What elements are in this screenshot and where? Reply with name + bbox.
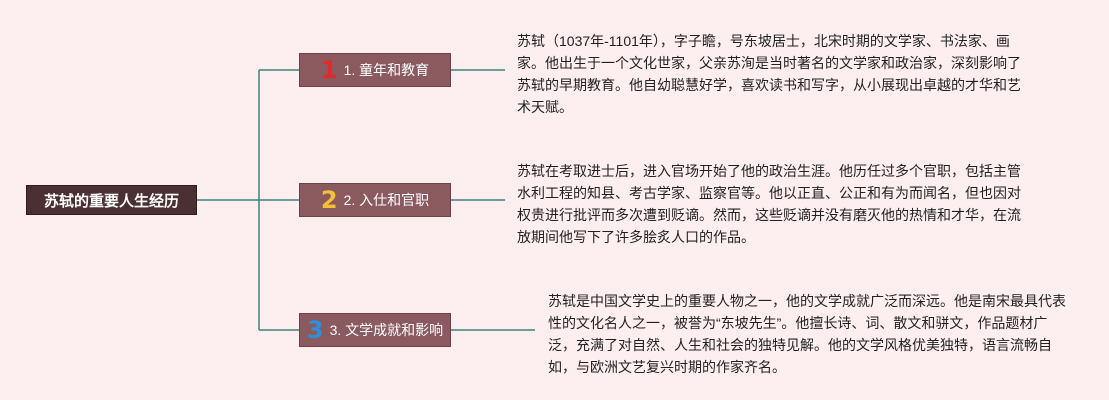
number-1-icon: 1 (320, 56, 338, 84)
branch-label: 1. 童年和教育 (343, 62, 430, 78)
branch-label: 3. 文学成就和影响 (329, 322, 444, 338)
branch-label: 2. 入仕和官职 (343, 192, 430, 208)
root-node[interactable]: 苏轼的重要人生经历 (26, 185, 197, 215)
branch-node-childhood[interactable]: 1 1. 童年和教育 (299, 53, 451, 87)
detail-text-career: 苏轼在考取进士后，进入官场开始了他的政治生涯。他历任过多个官职，包括主管水利工程… (517, 163, 1021, 245)
root-label: 苏轼的重要人生经历 (43, 192, 179, 210)
branch-node-career[interactable]: 2 2. 入仕和官职 (299, 183, 451, 217)
number-3-icon: 3 (306, 316, 324, 344)
detail-text-literature: 苏轼是中国文学史上的重要人物之一，他的文学成就广泛而深远。他是南宋最具代表性的文… (548, 293, 1066, 375)
branch-node-literature[interactable]: 3 3. 文学成就和影响 (299, 313, 451, 347)
number-2-icon: 2 (320, 186, 338, 214)
detail-text-childhood: 苏轼（1037年-1101年），字子瞻，号东坡居士，北宋时期的文学家、书法家、画… (517, 33, 1021, 115)
